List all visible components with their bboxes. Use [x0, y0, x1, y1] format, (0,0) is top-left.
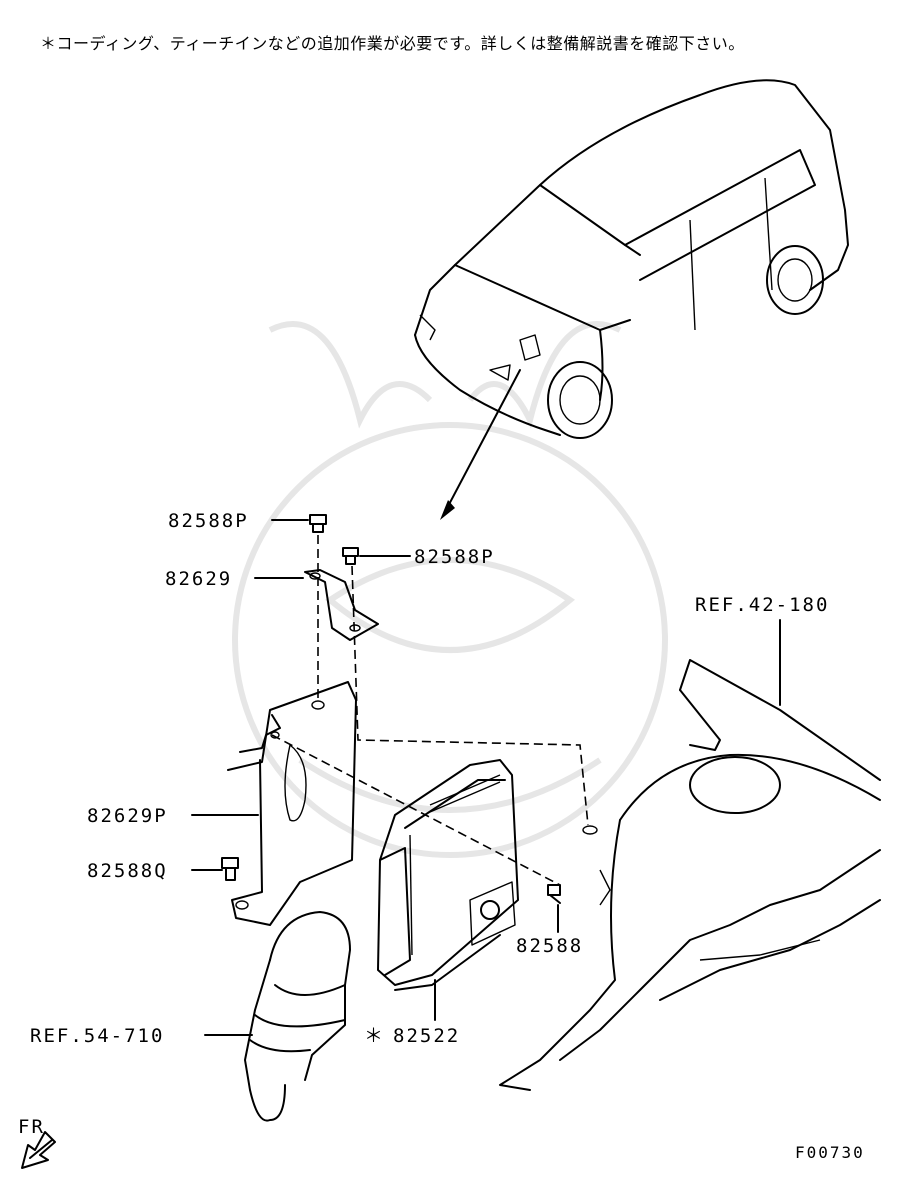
body-panel: [499, 659, 881, 1091]
leader-lines: [191, 519, 781, 1036]
vehicle-illustration: [414, 79, 849, 520]
bracket-82629: [304, 569, 379, 641]
bolt-82588q: [221, 857, 239, 881]
label-ref-54-710: REF.54-710: [30, 1025, 164, 1047]
label-ecu-asterisk: ＊: [364, 1025, 385, 1047]
harness: [244, 911, 351, 1122]
ecu-82522: [377, 759, 519, 991]
label-82522: 82522: [393, 1025, 460, 1047]
note-text: ＊コーディング、ティーチインなどの追加作業が必要です。詳しくは整備解説書を確認下…: [40, 34, 745, 53]
bracket-82629p: [227, 681, 357, 926]
bolt-82588p-right: [342, 547, 359, 565]
label-82588p-right: 82588P: [414, 546, 495, 568]
bolt-82588p-left: [309, 514, 327, 533]
label-82588q: 82588Q: [87, 860, 168, 882]
watermark-emblem: [232, 321, 668, 858]
bolt-82588: [547, 884, 561, 904]
label-front: FR: [18, 1116, 45, 1138]
front-arrow-icon: [21, 1131, 56, 1169]
assembly-dashed-lines: [271, 535, 589, 886]
figure-code: F00730: [795, 1143, 865, 1162]
label-82588: 82588: [516, 935, 583, 957]
label-82629: 82629: [165, 568, 232, 590]
label-ref-42-180: REF.42-180: [695, 594, 829, 616]
label-82588p-left: 82588P: [168, 510, 249, 532]
mount-hole: [582, 825, 598, 835]
label-82629p: 82629P: [87, 805, 168, 827]
